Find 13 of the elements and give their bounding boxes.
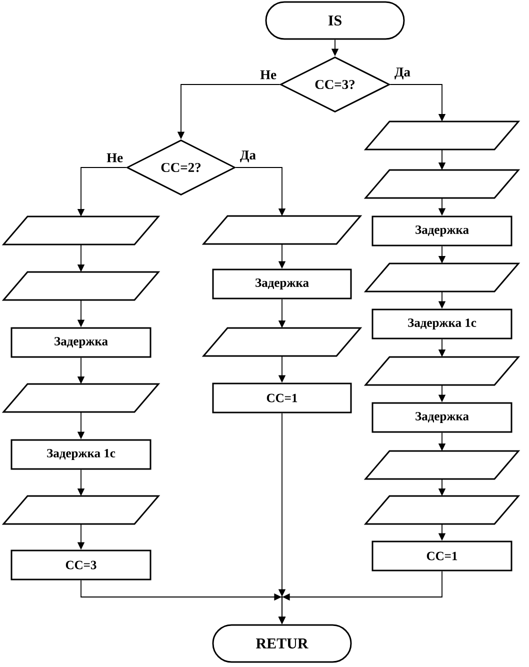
process-box: CC=1 <box>212 382 352 414</box>
process-box: Задержка <box>212 268 352 300</box>
edge-label: Да <box>238 150 257 164</box>
edge-label: Да <box>393 66 412 80</box>
process-box: CC=3 <box>10 550 152 580</box>
edge-label: Не <box>259 69 278 80</box>
process-box: Задержка <box>372 402 512 433</box>
edge-label: Не <box>106 152 124 164</box>
process-box: Задержка <box>10 327 152 358</box>
process-box: Задержка <box>372 216 512 246</box>
process-box: CC=1 <box>372 540 512 572</box>
process-box: Задержка 1с <box>372 308 512 340</box>
process-box: Задержка 1с <box>10 439 152 470</box>
